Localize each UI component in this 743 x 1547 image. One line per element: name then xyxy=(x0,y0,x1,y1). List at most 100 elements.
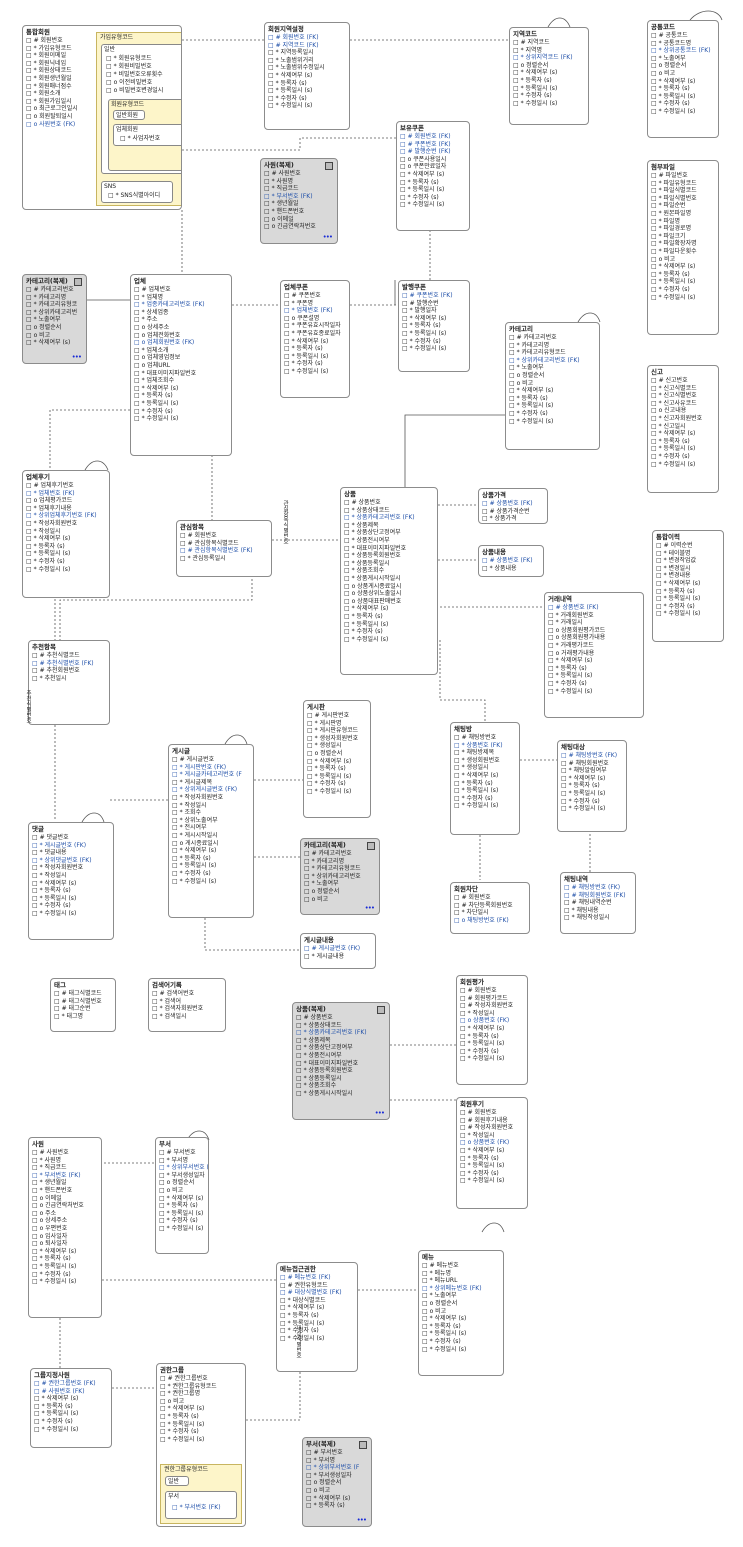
entity-eopcheReview[interactable]: 업체후기□ # 업체후기번호□ * 업체번호 (FK)□ o 업체평가코드□ *… xyxy=(22,470,110,598)
column: □ * 사업자번호 xyxy=(120,135,161,142)
entity-title: 게시판 xyxy=(307,703,325,711)
entity-balhaeng[interactable]: 발행쿠폰□ # 쿠폰번호 (FK)□ # 발행순번□ * 발행일자□ * 삭제여… xyxy=(398,280,470,372)
column: □ * 수정일시 (s) xyxy=(34,1425,79,1433)
column: □ # 상품가격순번 xyxy=(482,507,530,515)
column: □ * 회원소개 xyxy=(26,90,61,98)
entity-sangpumPrice[interactable]: 상품가격□ # 상품번호 (FK)□ # 상품가격순번□ * 상품가격 xyxy=(478,488,548,524)
column: □ * 수정자 (s) xyxy=(172,869,211,877)
more-icon[interactable]: ••• xyxy=(322,233,333,241)
entity-tongham[interactable]: 통합회원 □ # 회원번호 □ * 가입유형코드 □ * 회원이메일 □ * 회… xyxy=(22,25,182,210)
entity-sawon_copy[interactable]: 사원(복제)□ # 사원번호□ * 사원명□ * 직급코드□ * 부서번호 (F… xyxy=(260,158,338,244)
entity-jiyeok[interactable]: 지역코드□ # 지역코드□ * 지역명□ * 상위지역코드 (FK)□ o 정렬… xyxy=(509,27,589,125)
entity-hoewonjiyeok[interactable]: 회원지역설정□ # 회원번호 (FK)□ # 지역코드 (FK)□ * 지역등록… xyxy=(264,22,350,130)
column: □ * 삭제여부 (s) xyxy=(172,847,217,855)
column: □ * 등록일시 (s) xyxy=(548,672,593,680)
entity-tonghapHistory[interactable]: 통합이력□ # 이력순번□ * 테이블명□ * 변경작업값□ * 변경일시□ *… xyxy=(652,530,724,642)
entity-searchLog[interactable]: 검색어기록□ # 검색어번호□ * 검색어□ * 검색자회원번호□ * 검색일시 xyxy=(148,978,226,1032)
entity-title: 게시글 xyxy=(172,747,190,755)
column: □ * 상품조회수 xyxy=(296,1082,337,1090)
column: □ # 메뉴번호 (FK) xyxy=(280,1274,331,1281)
entity-sawon[interactable]: 사원□ # 사원번호□ * 사원명□ * 직급코드□ * 부서번호 (FK)□ … xyxy=(28,1137,102,1318)
column: □ * 게시글제목 xyxy=(172,778,213,786)
column: □ * 등록자 (s) xyxy=(32,887,71,895)
column: □ # 관심항목식별번호 (FK) xyxy=(180,547,253,555)
entity-gesigeulContent[interactable]: 게시글내용□ # 게시글번호 (FK)□ * 게시글내용 xyxy=(300,933,376,969)
entity-memberBlock[interactable]: 회원차단□ # 회원번호□ # 차단등록회원번호□ * 차단일시□ o 채팅방번… xyxy=(450,882,530,934)
entity-chucheon[interactable]: 추천항목□ # 추천식별코드□ # 추천식별번호 (FK)□ # 추천회원번호□… xyxy=(28,640,110,725)
column: □ * 원본파일명 xyxy=(651,209,692,217)
column: □ * 삭제여부 (s) xyxy=(26,535,71,543)
column: □ * 수정일시 (s) xyxy=(280,1334,325,1342)
column: □ * 삭제여부 (s) xyxy=(32,1247,77,1255)
more-icon[interactable]: ••• xyxy=(71,353,82,361)
entity-chatTarget[interactable]: 채팅대상□ # 채팅방번호 (FK)□ # 채팅회원번호□ * 채팅알림여부□ … xyxy=(557,740,627,832)
entity-title: 회원지역설정 xyxy=(268,25,304,33)
column: □ * 수정일시 (s) xyxy=(460,1055,505,1063)
entity-memberReview[interactable]: 회원후기□ # 회원번호□ # 회원후기내용□ # 작성자회원번호□ * 작성일… xyxy=(456,1097,528,1209)
entity-category[interactable]: 카테고리□ # 카테고리번호□ * 카테고리명□ * 카테고리유형코드□ * 상… xyxy=(505,322,600,450)
entity-cat_copy1[interactable]: 카테고리(복제)□ # 카테고리번호□ * 카테고리명□ * 카테고리유형코□ … xyxy=(22,274,87,364)
column: □ * 생성일시 xyxy=(454,764,489,772)
column: □ * 검색어 xyxy=(152,997,182,1005)
entity-chatroom[interactable]: 채팅방□ # 채팅방번호□ * 상품번호 (FK)□ * 채팅방제목□ * 생성… xyxy=(450,722,520,835)
entity-cheombu[interactable]: 첨부파일□ # 파일번호□ * 파일유형코드□ * 파일식별코드□ * 파일식별… xyxy=(647,160,719,335)
entity-title: 권한그룹 xyxy=(160,1366,184,1374)
column: □ # 채팅내역순번 xyxy=(564,899,612,907)
entity-chatHistory[interactable]: 채팅내역□ # 채팅방번호 (FK)□ # 채팅회원번호 (FK)□ # 채팅내… xyxy=(560,872,636,934)
entity-buseo_copy[interactable]: 부서(복제)□ # 부서번호□ * 부서명□ * 상위부서번호 (F□ * 부서… xyxy=(302,1437,372,1527)
column: □ * 등록자 (s) xyxy=(509,394,548,402)
entity-menu[interactable]: 메뉴□ # 메뉴번호□ * 메뉴명□ * 메뉴URL□ * 상위메뉴번호 (FK… xyxy=(418,1250,504,1376)
column: □ * 상품가격 xyxy=(482,515,517,523)
column: □ * 등록일시 (s) xyxy=(460,1040,505,1048)
column: □ * 상위게시글번호 (FK) xyxy=(172,786,238,794)
entity-gesipan[interactable]: 게시판□ # 게시판번호□ * 게시판명□ * 게시판유형코드□ * 생성자회원… xyxy=(303,700,371,818)
entity-memberEval[interactable]: 회원평가□ # 회원번호□ # 회원평가코드□ # 작성자회원번호□ * 작성일… xyxy=(456,975,528,1085)
entity-eopche[interactable]: 업체□ # 업체번호□ * 업체명□ * 업종카테고리번호 (FK)□ * 상세… xyxy=(130,274,232,456)
entity-georae[interactable]: 거래내역□ # 상품번호 (FK)□ * 거래회원번호□ * 거래일시□ o 상… xyxy=(544,592,644,718)
entity-sangpumContent[interactable]: 상품내용□ # 상품번호 (FK)□ * 상품내용 xyxy=(478,545,544,577)
column: □ * 직급코드 xyxy=(264,185,299,193)
entity-comment[interactable]: 댓글□ # 댓글번호□ * 게시글번호 (FK)□ * 댓글내용□ * 상위댓글… xyxy=(28,822,114,940)
entity-groupSawon[interactable]: 그룹지정사원□ # 권한그룹번호 (FK)□ # 사원번호 (FK)□ * 삭제… xyxy=(30,1368,112,1448)
column: □ * 게시글내용 xyxy=(304,952,345,960)
column: □ * 작성자회원번호 xyxy=(32,864,84,872)
more-icon[interactable]: ••• xyxy=(364,904,375,912)
entity-sangpum_copy[interactable]: 상품(복제)□ # 상품번호□ * 상품상태코드□ * 상품카테고리번호 (FK… xyxy=(292,1002,390,1120)
entity-eopcheCoupon[interactable]: 업체쿠폰□ # 쿠폰번호□ * 쿠폰명□ * 업체번호 (FK)□ o 쿠폰설명… xyxy=(280,280,350,398)
more-icon[interactable]: ••• xyxy=(356,1516,367,1524)
column: □ # 권한유형코드 xyxy=(280,1281,328,1289)
column: □ # 상품번호 xyxy=(344,499,381,506)
column: □ * 업체소개 xyxy=(134,346,169,354)
column: □ * 삭제여부 (s) xyxy=(402,314,447,322)
entity-gwansim[interactable]: 관심항목□ # 회원번호□ # 관심항목식별코드□ # 관심항목식별번호 (FK… xyxy=(176,520,272,577)
entity-cat_copy2[interactable]: 카테고리(복제)□ # 카테고리번호□ * 카테고리명□ * 카테고리유형코드□… xyxy=(300,838,380,915)
entity-tag[interactable]: 태그□ # 태그식별코드□ # 태그식별번호□ # 태그순번□ * 태그명 xyxy=(50,978,116,1032)
column: □ * 등록일시 (s) xyxy=(160,1420,205,1428)
entity-sangpum[interactable]: 상품□ # 상품번호□ * 상품상태코드□ * 상품카테고리번호 (FK)□ *… xyxy=(340,487,438,675)
entity-buseo[interactable]: 부서□ # 부서번호□ * 부서명□ * 상위부서번호 (FK)□ * 부서생성… xyxy=(155,1137,209,1254)
entity-gongtong[interactable]: 공통코드□ # 공통코드□ * 공통코드명□ * 상위공통코드 (FK)□ * … xyxy=(647,20,719,138)
entity-gesigeul[interactable]: 게시글□ # 게시글번호□ * 게시판번호 (FK)□ * 게시글카테고리번호 … xyxy=(168,744,254,918)
entity-menuAccess[interactable]: 메뉴접근권한□ # 메뉴번호 (FK)□ # 권한유형코드□ # 대상식별번호 … xyxy=(276,1262,358,1372)
column: □ * 쿠폰유효종료일자 xyxy=(284,329,341,337)
entity-bogwan[interactable]: 보유쿠폰□ # 회원번호 (FK)□ # 쿠폰번호 (FK)□ # 발행순번 (… xyxy=(396,121,470,231)
column: □ o 상품번호 (FK) xyxy=(460,1139,510,1147)
column: □ * 지역등록일시 xyxy=(268,49,314,57)
rel-self-menu xyxy=(481,1222,505,1233)
column: □ * 등록자 (s) xyxy=(26,542,65,550)
column: □ * 등록일시 (s) xyxy=(651,278,696,286)
column: □ # 업체번호 xyxy=(134,286,171,293)
more-icon[interactable]: ••• xyxy=(374,1109,385,1117)
subtype-label: 업체회원 xyxy=(116,126,139,133)
column: □ * 삭제여부 (s) xyxy=(159,1194,204,1202)
column: □ * 회원생년월일 xyxy=(26,74,72,82)
column: □ o 쿠폰사용일시 xyxy=(400,155,447,163)
column: □ o 정렬순서 xyxy=(307,749,343,757)
column: □ * 파일확장자명 xyxy=(651,240,697,248)
column: □ * 변경일시 xyxy=(656,564,691,572)
entity-title: 거래내역 xyxy=(548,595,572,603)
column: □ # 관심항목식별코드 xyxy=(180,539,239,547)
column: □ * 발행일자 xyxy=(402,307,437,315)
column: □ * 수정일시 (s) xyxy=(307,787,352,795)
entity-singo[interactable]: 신고□ # 신고번호□ * 신고식별코드□ * 신고식별번호□ * 신고사유코드… xyxy=(647,365,719,493)
